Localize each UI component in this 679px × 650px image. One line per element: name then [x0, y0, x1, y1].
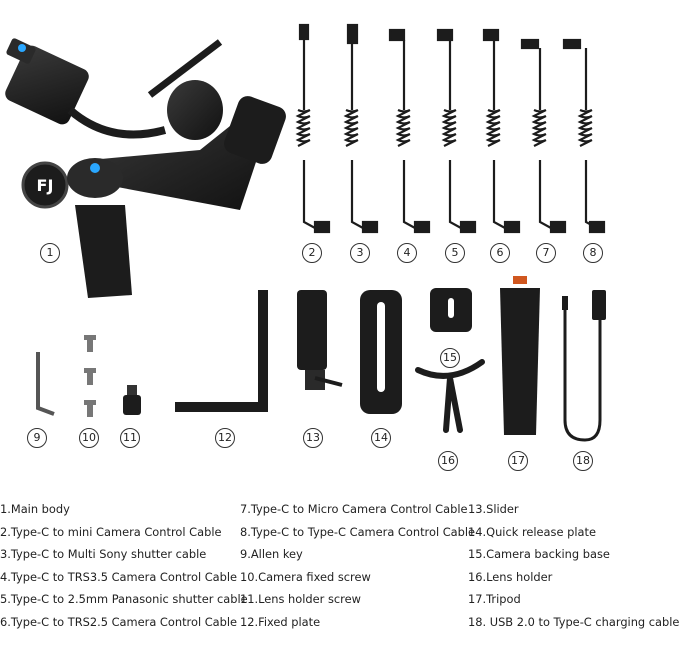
- legend-item: 14.Quick release plate: [468, 524, 596, 539]
- callout-10: 10: [79, 428, 99, 448]
- legend-item: 11.Lens holder screw: [240, 592, 361, 607]
- cable-4-icon: [388, 28, 431, 234]
- callout-2: 2: [302, 243, 322, 263]
- legend-item: 10.Camera fixed screw: [240, 569, 371, 584]
- callout-9: 9: [27, 428, 47, 448]
- cable-5-icon: [436, 28, 477, 234]
- gimbal-main-body-icon: FJ: [5, 38, 286, 298]
- tripod-icon: [500, 276, 540, 435]
- svg-text:FJ: FJ: [37, 176, 54, 195]
- legend-column-1: 1.Main body 2.Type-C to mini Camera Cont…: [0, 498, 248, 634]
- product-illustration: FJ: [5, 23, 606, 471]
- legend-item: 15.Camera backing base: [468, 547, 610, 562]
- callout-12: 12: [215, 428, 235, 448]
- legend-item: 16.Lens holder: [468, 569, 553, 584]
- lens-holder-icon: [415, 359, 485, 433]
- cable-3-icon: [343, 23, 379, 234]
- callout-15: 15: [440, 348, 460, 368]
- quick-release-plate-icon: [360, 290, 402, 414]
- callout-13: 13: [303, 428, 323, 448]
- legend-item: 17.Tripod: [468, 592, 521, 607]
- callout-16: 16: [438, 451, 458, 471]
- cable-2-icon: [295, 23, 331, 234]
- cable-8-icon: [562, 38, 606, 234]
- legend-item: 13.Slider: [468, 502, 519, 516]
- callout-17: 17: [508, 451, 528, 471]
- callout-5: 5: [445, 243, 465, 263]
- legend-item: 5.Type-C to 2.5mm Panasonic shutter cabl…: [0, 592, 248, 607]
- legend-item: 2.Type-C to mini Camera Control Cable: [0, 524, 222, 539]
- slider-icon: [297, 290, 343, 390]
- legend-item: 1.Main body: [0, 502, 70, 516]
- callout-8: 8: [583, 243, 603, 263]
- legend-column-3: 13.Slider 14.Quick release plate 15.Came…: [468, 498, 679, 634]
- callout-11: 11: [120, 428, 140, 448]
- usb-charging-cable-icon: [562, 290, 606, 442]
- callout-1: 1: [40, 243, 60, 263]
- legend-item: 8.Type-C to Type-C Camera Control Cable: [240, 524, 476, 539]
- fixed-plate-icon: [175, 290, 268, 412]
- callout-7: 7: [536, 243, 556, 263]
- legend-item: 4.Type-C to TRS3.5 Camera Control Cable: [0, 569, 238, 584]
- camera-screws-icon: [84, 335, 96, 417]
- parts-legend: 1.Main body 2.Type-C to mini Camera Cont…: [0, 498, 679, 638]
- legend-column-2: 7.Type-C to Micro Camera Control Cable 8…: [240, 498, 475, 634]
- cable-7-icon: [520, 38, 567, 234]
- legend-item: 12.Fixed plate: [240, 614, 321, 629]
- callout-6: 6: [490, 243, 510, 263]
- legend-item: 9.Allen key: [240, 547, 303, 562]
- legend-item: 3.Type-C to Multi Sony shutter cable: [0, 547, 207, 562]
- callout-14: 14: [371, 428, 391, 448]
- callout-3: 3: [350, 243, 370, 263]
- cable-6-icon: [482, 28, 521, 234]
- legend-item: 18. USB 2.0 to Type-C charging cable: [468, 614, 679, 629]
- lens-holder-screw-icon: [123, 385, 141, 415]
- legend-item: 6.Type-C to TRS2.5 Camera Control Cable: [0, 614, 238, 629]
- components-drawing: FJ: [5, 23, 606, 442]
- legend-item: 7.Type-C to Micro Camera Control Cable: [240, 502, 468, 516]
- callout-4: 4: [397, 243, 417, 263]
- allen-key-icon: [36, 352, 55, 416]
- callout-18: 18: [573, 451, 593, 471]
- camera-backing-base-icon: [430, 288, 472, 332]
